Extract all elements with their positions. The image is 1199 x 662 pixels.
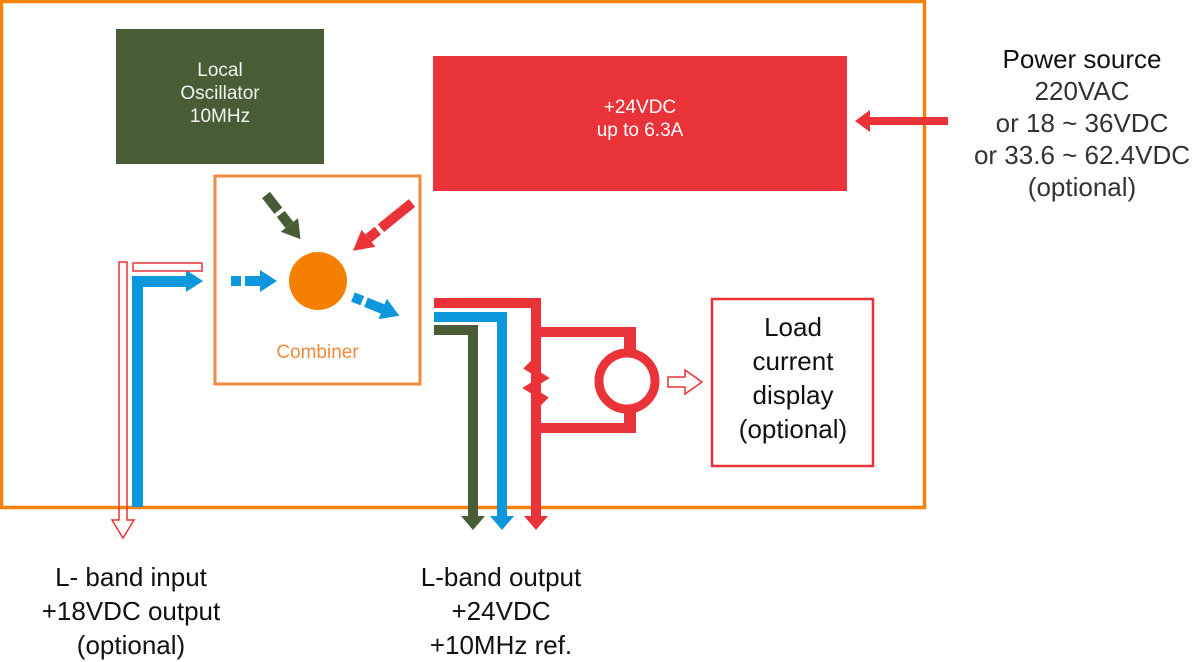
shunt-resistor-icon: [522, 357, 550, 409]
input-port-line: (optional): [76, 630, 186, 660]
output-red-line: [434, 298, 548, 530]
power-source-label: Power source 220VAC or 18 ~ 36VDC or 33.…: [948, 43, 1199, 203]
power-input-arrow: [855, 110, 948, 132]
combiner-node: [289, 252, 347, 310]
output-green-line: [434, 325, 485, 530]
dc18-output-outline-arrow: [110, 261, 203, 540]
power-supply-line: up to 6.3A: [596, 120, 684, 141]
input-port-label: L- band input +18VDC output (optional): [0, 560, 262, 662]
combiner-label: Combiner: [276, 342, 359, 363]
oscillator-signal-arrow: [262, 191, 301, 240]
load-display-line: Load: [764, 312, 822, 342]
output-port-line: L-band output: [420, 562, 582, 592]
load-display-line: current: [752, 346, 834, 376]
power-supply-label: +24VDC up to 6.3A: [433, 96, 847, 142]
load-display-label: Load current display (optional): [712, 310, 874, 446]
power-supply-block: [433, 56, 847, 191]
rf-in-dashed-arrow: [231, 270, 277, 292]
local-oscillator-line: 10MHz: [189, 106, 251, 127]
rf-out-dashed-arrow: [351, 292, 400, 320]
input-port-line: +18VDC output: [41, 596, 221, 626]
power-source-title: Power source: [1002, 44, 1162, 74]
enclosure-frame: [0, 0, 927, 510]
meter-wiring: [536, 327, 636, 433]
output-port-label: L-band output +24VDC +10MHz ref.: [370, 560, 632, 662]
lband-input-line: [132, 270, 203, 507]
local-oscillator-line: Oscillator: [180, 83, 260, 104]
power-source-line: or 33.6 ~ 62.4VDC: [973, 140, 1191, 170]
display-link-arrow: [667, 368, 704, 396]
power-source-line: (optional): [1027, 172, 1137, 202]
output-blue-line: [434, 312, 514, 530]
load-display-line: display: [752, 380, 834, 410]
power-source-line: or 18 ~ 36VDC: [995, 108, 1169, 138]
power-source-line: 220VAC: [1034, 76, 1130, 106]
local-oscillator-block: [116, 29, 324, 164]
load-display-box: [710, 297, 875, 468]
combiner-box: [213, 174, 422, 386]
local-oscillator-line: Local: [197, 60, 243, 81]
current-meter-icon: [594, 348, 660, 414]
output-port-line: +10MHz ref.: [429, 630, 573, 660]
local-oscillator-label: Local Oscillator 10MHz: [116, 59, 324, 128]
output-port-line: +24VDC: [451, 596, 551, 626]
load-display-line: (optional): [738, 414, 848, 444]
power-supply-line: +24VDC: [603, 97, 677, 118]
input-port-line: L- band input: [55, 562, 207, 592]
power-feed-arrow: [352, 199, 416, 251]
